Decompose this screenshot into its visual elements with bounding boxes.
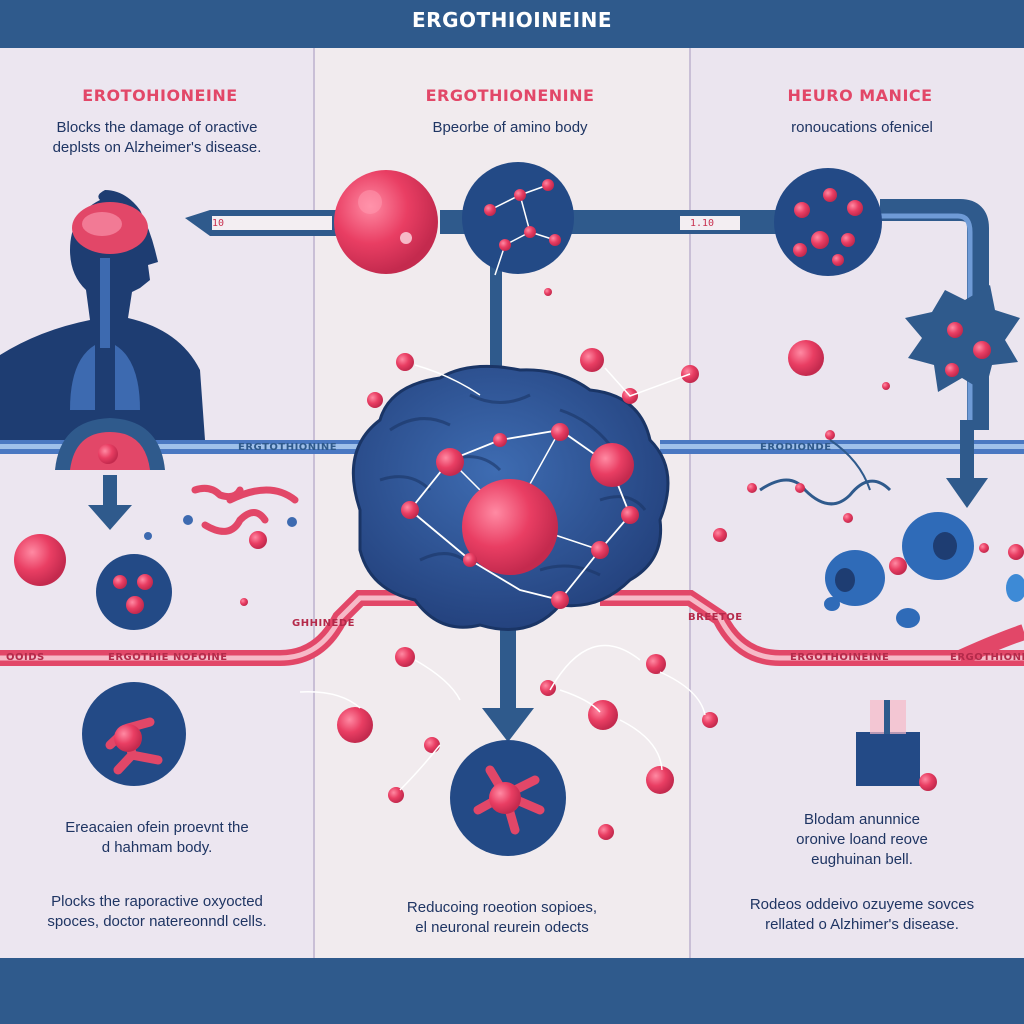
column-subtitle-left: Blocks the damage of oractive deplsts on… bbox=[52, 119, 262, 156]
caption-left-bottom: Plocks the raporactive oxyocted spoces, … bbox=[47, 893, 267, 930]
human-figure bbox=[0, 190, 205, 440]
header-title: ERGOTHIOINEINE bbox=[412, 8, 612, 32]
column-subtitle-center: Bpeorbe of amino body bbox=[432, 119, 588, 136]
column-title-left: EROTOHIONEINE bbox=[82, 86, 238, 105]
column-title-right: HEURO MANICE bbox=[787, 86, 933, 105]
band-label: ERGOTHOINEINE bbox=[790, 652, 890, 663]
caption-right-top: Blodam anunnice oronive loand reove eugh… bbox=[796, 811, 928, 868]
band-label: GHHINEDE bbox=[292, 618, 355, 629]
caption-right-bottom: Rodeos oddeivo ozuyeme sovces rellated o… bbox=[749, 896, 975, 933]
panel-divider bbox=[313, 48, 315, 958]
column-subtitle-right: ronoucations ofenicel bbox=[791, 119, 933, 136]
caption-left-top: Ereacaien ofein proevnt the d hahmam bod… bbox=[65, 819, 249, 856]
band-label: ERGTOTHIONINE bbox=[238, 442, 338, 453]
panel-divider bbox=[689, 48, 691, 958]
band-label: ERGOTHIE NOFOINE bbox=[108, 652, 228, 663]
caption-center-bottom: Reducoing roeotion sopioes, el neuronal … bbox=[406, 899, 598, 936]
pathway-tag-right: 1.10 bbox=[690, 218, 715, 229]
panel-left bbox=[0, 48, 314, 958]
arrows bbox=[88, 230, 988, 742]
band-label: BREETOE bbox=[688, 612, 743, 623]
molecules bbox=[14, 162, 1024, 856]
band-label: OOIDS bbox=[6, 652, 45, 663]
footer-banner bbox=[0, 958, 1024, 1024]
pathway-tag-left: 10 bbox=[212, 218, 225, 229]
dome-node bbox=[55, 418, 165, 470]
band-label: ERGOTHIONE bbox=[950, 652, 1024, 663]
header-banner: ERGOTHIOINEINE bbox=[0, 0, 1024, 48]
band-label: ERODIONDE bbox=[760, 442, 832, 453]
column-title-center: ERGOTHIONENINE bbox=[425, 86, 595, 105]
pink-pathway-band bbox=[0, 590, 1024, 666]
top-connector bbox=[185, 199, 989, 430]
brain bbox=[351, 364, 670, 631]
